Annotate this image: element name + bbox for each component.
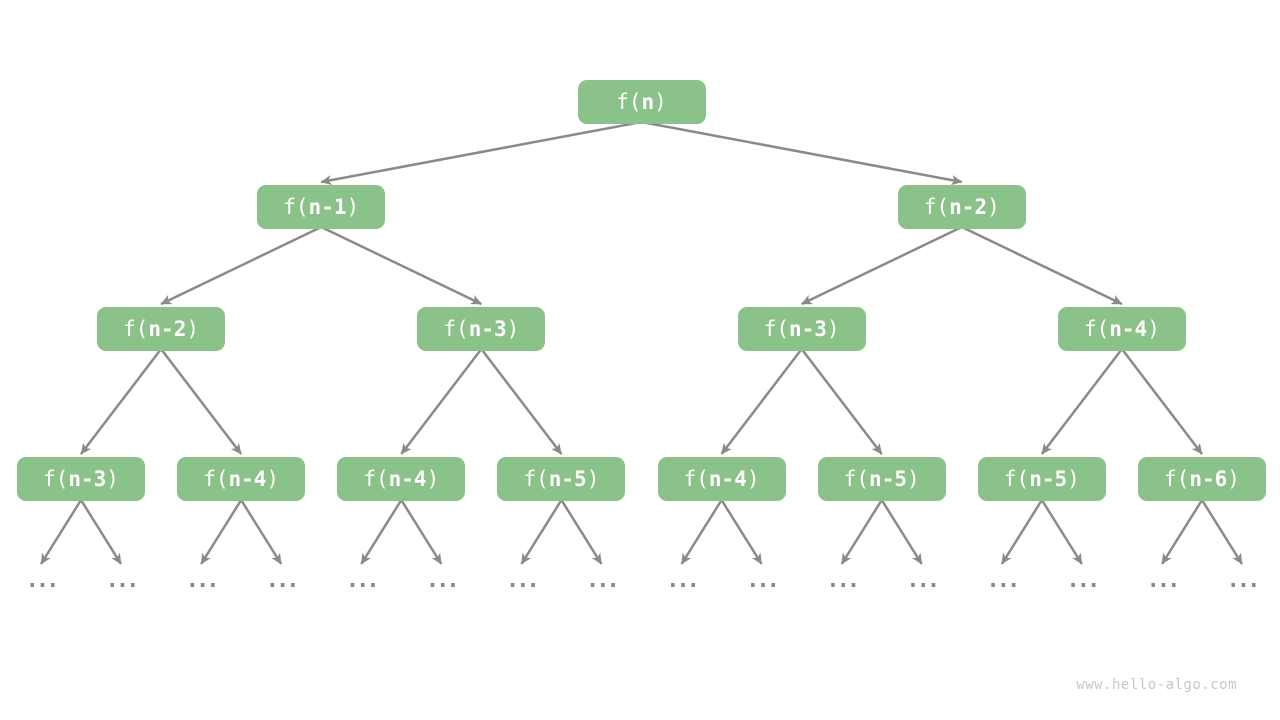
edge-arrow (480, 348, 563, 455)
edge-arrow (400, 499, 443, 565)
edge-arrow (240, 499, 283, 565)
edge-arrow (1040, 348, 1123, 455)
edge-arrow (961, 225, 1123, 306)
edge-arrow (320, 225, 482, 306)
edge-arrow (160, 225, 322, 306)
ellipsis-leaf: ... (986, 568, 1020, 593)
tree-node: f(n) (577, 80, 706, 124)
edge-arrow (1200, 499, 1244, 565)
edge-arrow (1040, 499, 1083, 565)
tree-node: f(n-4) (177, 457, 306, 501)
ellipsis-leaf: ... (25, 568, 60, 593)
tree-node: f(n-4) (1057, 307, 1186, 351)
ellipsis-leaf: ... (826, 568, 860, 593)
tree-node: f(n-3) (17, 457, 145, 501)
tree-node: f(n-2) (897, 185, 1026, 229)
edge-arrow (880, 499, 923, 565)
ellipsis-leaf: ... (425, 568, 460, 593)
edge-arrow (160, 348, 243, 455)
edge-arrow (400, 348, 483, 455)
tree-node: f(n-3) (417, 307, 546, 351)
tree-node: f(n-5) (817, 457, 946, 501)
ellipsis-leaf: ... (1226, 568, 1261, 593)
edge-arrow (1160, 499, 1204, 565)
tree-node: f(n-4) (657, 457, 786, 501)
edge-arrow (720, 348, 803, 455)
ellipsis-leaf: ... (185, 568, 220, 593)
edge-arrow (560, 499, 603, 565)
tree-node: f(n-5) (497, 457, 626, 501)
edge-arrow (641, 120, 963, 186)
ellipsis-leaf: ... (1066, 568, 1100, 593)
edge-arrow (39, 499, 83, 565)
edge-arrow (680, 499, 723, 565)
edge-arrow (840, 499, 883, 565)
ellipsis-leaf: ... (906, 568, 940, 593)
edge-arrow (800, 348, 883, 455)
ellipsis-leaf: ... (746, 568, 780, 593)
ellipsis-leaf: ... (666, 568, 700, 593)
tree-node: f(n-2) (97, 307, 226, 351)
ellipsis-leaf: ... (1146, 568, 1181, 593)
watermark: www.hello-algo.com (1076, 677, 1237, 693)
ellipsis-leaf: ... (105, 568, 140, 593)
ellipsis-leaf: ... (506, 568, 540, 593)
tree-node: f(n-6) (1138, 457, 1266, 501)
edge-arrow (360, 499, 403, 565)
tree-node: f(n-3) (737, 307, 866, 351)
edge-arrow (200, 499, 243, 565)
ellipsis-leaf: ... (586, 568, 620, 593)
ellipsis-leaf: ... (345, 568, 380, 593)
edge-arrow (320, 120, 642, 186)
edge-arrow (720, 499, 763, 565)
edge-arrow (80, 348, 163, 455)
edge-arrow (1000, 499, 1043, 565)
tree-node: f(n-1) (257, 185, 386, 229)
ellipsis-leaf: ... (265, 568, 300, 593)
edge-arrow (801, 225, 963, 306)
edge-arrow (1120, 348, 1203, 455)
tree-node: f(n-4) (337, 457, 466, 501)
edge-arrow (520, 499, 563, 565)
edge-arrow (79, 499, 123, 565)
tree-node: f(n-5) (977, 457, 1106, 501)
